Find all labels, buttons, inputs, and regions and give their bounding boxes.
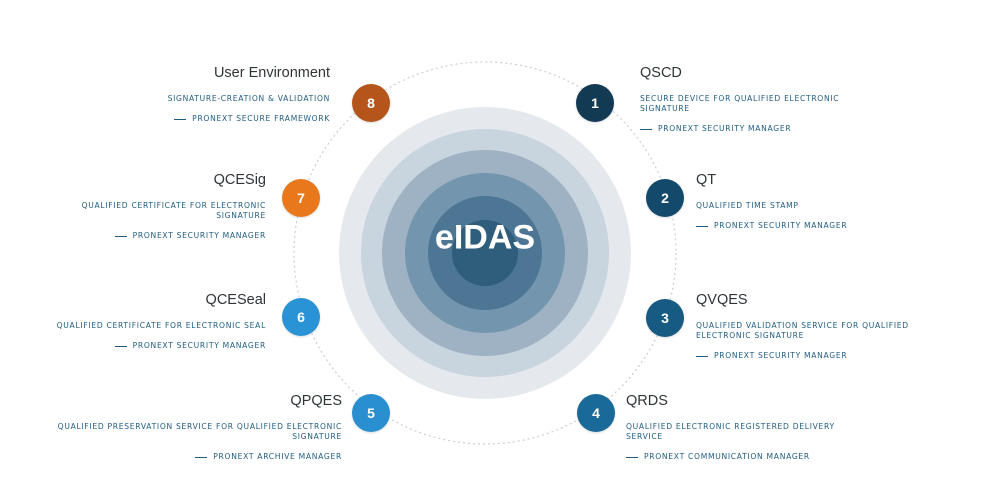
node-1-number: 1 — [591, 95, 599, 111]
item-product: PRONEXT SECURITY MANAGER — [0, 341, 266, 351]
node-3: 3 — [646, 299, 684, 337]
orbit-ring — [293, 61, 677, 445]
dash-icon — [174, 118, 187, 120]
item-title: QPQES — [290, 393, 342, 409]
node-6-number: 6 — [297, 309, 305, 325]
item-qceseal: QCESeal Qualified certificate for electr… — [0, 292, 266, 351]
item-product-label: PRONEXT SECURITY MANAGER — [714, 221, 848, 230]
item-description: Qualified electronic registered delivery… — [626, 422, 835, 441]
item-product: PRONEXT SECURITY MANAGER — [696, 351, 936, 361]
item-product: PRONEXT SECURITY MANAGER — [0, 231, 266, 241]
node-1: 1 — [576, 84, 614, 122]
item-product-label: PRONEXT SECURITY MANAGER — [132, 231, 266, 240]
item-product: PRONEXT SECURITY MANAGER — [640, 124, 870, 134]
node-2: 2 — [646, 179, 684, 217]
item-title: QCESeal — [205, 292, 266, 308]
center-label: eIDAS — [434, 218, 536, 257]
item-title: User Environment — [213, 65, 330, 81]
item-product-label: PRONEXT SECURITY MANAGER — [714, 351, 848, 360]
item-product-label: PRONEXT COMMUNICATION MANAGER — [644, 452, 810, 461]
item-description: Qualified certificate for electronic sig… — [81, 201, 266, 220]
item-title: QVQES — [696, 292, 748, 308]
node-8: 8 — [352, 84, 390, 122]
item-title: QCESig — [213, 172, 266, 188]
item-title: QSCD — [640, 65, 682, 81]
item-description: Qualified time stamp — [696, 201, 799, 210]
item-description: Secure device for qualified electronic s… — [640, 94, 840, 113]
item-qvqes: QVQES Qualified validation service for q… — [696, 292, 936, 361]
item-qrds: QRDS Qualified electronic registered del… — [626, 393, 856, 462]
item-user-environment: User Environment Signature-creation & va… — [40, 65, 330, 124]
dash-icon — [696, 225, 708, 227]
node-7: 7 — [282, 179, 320, 217]
dash-icon — [696, 355, 708, 357]
item-description: Qualified preservation service for quali… — [57, 422, 342, 441]
item-product: PRONEXT SECURE FRAMEWORK — [40, 114, 330, 124]
item-product-label: PRONEXT SECURE FRAMEWORK — [192, 114, 330, 123]
dash-icon — [626, 456, 638, 458]
item-product-label: PRONEXT SECURITY MANAGER — [658, 124, 792, 133]
concentric-ring-core — [452, 220, 518, 286]
dash-icon — [114, 235, 127, 237]
node-6: 6 — [282, 298, 320, 336]
item-qt: QT Qualified time stamp PRONEXT SECURITY… — [696, 172, 926, 231]
item-product: PRONEXT ARCHIVE MANAGER — [52, 452, 342, 462]
node-5-number: 5 — [367, 405, 375, 421]
item-title: QRDS — [626, 393, 668, 409]
node-7-number: 7 — [297, 190, 305, 206]
node-5: 5 — [352, 394, 390, 432]
node-4: 4 — [577, 394, 615, 432]
item-qpqes: QPQES Qualified preservation service for… — [52, 393, 342, 462]
dash-icon — [195, 456, 208, 458]
item-product-label: PRONEXT SECURITY MANAGER — [132, 341, 266, 350]
item-description: Signature-creation & validation — [167, 94, 330, 103]
dash-icon — [640, 128, 652, 130]
item-title: QT — [696, 172, 717, 188]
node-2-number: 2 — [661, 190, 669, 206]
item-product: PRONEXT SECURITY MANAGER — [696, 221, 926, 231]
item-qcesig: QCESig Qualified certificate for electro… — [0, 172, 266, 241]
item-product: PRONEXT COMMUNICATION MANAGER — [626, 452, 856, 462]
node-3-number: 3 — [661, 310, 669, 326]
item-description: Qualified validation service for qualifi… — [696, 321, 909, 340]
dash-icon — [114, 345, 127, 347]
item-product-label: PRONEXT ARCHIVE MANAGER — [213, 452, 342, 461]
item-qscd: QSCD Secure device for qualified electro… — [640, 65, 870, 134]
node-8-number: 8 — [367, 95, 375, 111]
node-4-number: 4 — [592, 405, 600, 421]
item-description: Qualified certificate for electronic sea… — [56, 321, 266, 330]
